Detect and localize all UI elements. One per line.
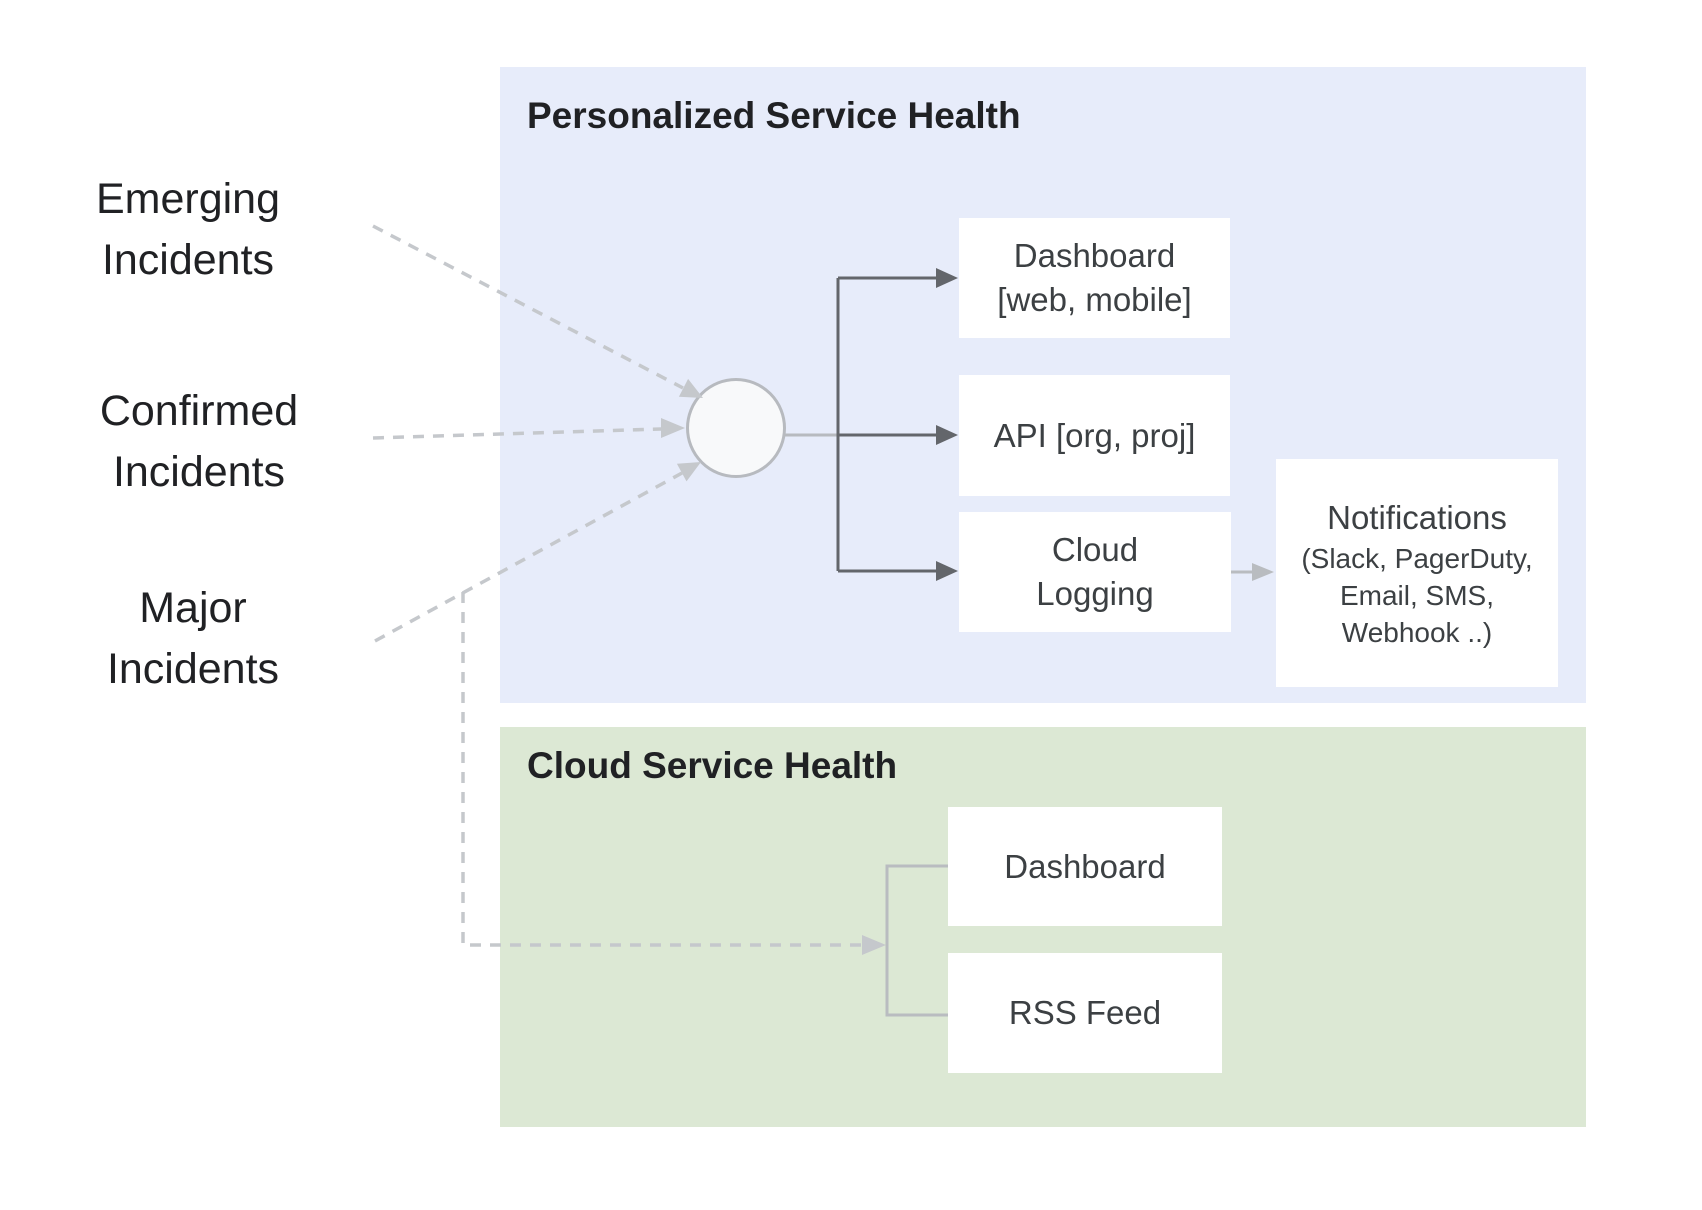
label-emerging-incidents: Emerging Incidents bbox=[95, 175, 281, 284]
personalized-panel-title: Personalized Service Health bbox=[527, 95, 1021, 136]
personalized-dashboard-box: Dashboard [web, mobile] bbox=[959, 218, 1230, 338]
label-major-incidents: Major Incidents bbox=[106, 584, 280, 693]
cloud-dashboard-box: Dashboard bbox=[948, 807, 1222, 926]
label-confirmed-incidents: Confirmed Incidents bbox=[99, 387, 299, 496]
notifications-channels: (Slack, PagerDuty, Email, SMS, Webhook .… bbox=[1301, 542, 1533, 648]
cloud-panel-title: Cloud Service Health bbox=[527, 745, 898, 786]
cloud-logging-box: Cloud Logging bbox=[959, 512, 1231, 632]
notifications-box: Notifications (Slack, PagerDuty, Email, … bbox=[1276, 459, 1558, 687]
notifications-title: Notifications bbox=[1327, 498, 1507, 536]
rss-feed-box: RSS Feed bbox=[948, 953, 1222, 1073]
personalized-api-box: API [org, proj] bbox=[959, 375, 1230, 496]
